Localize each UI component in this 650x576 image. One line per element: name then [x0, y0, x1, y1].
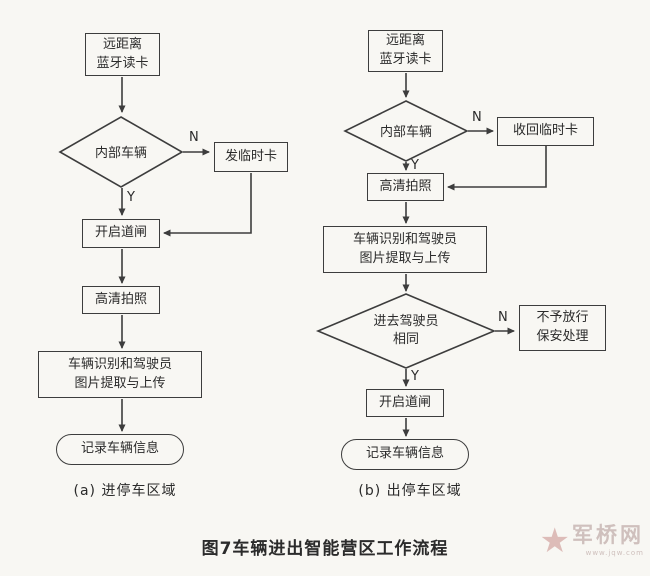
label-no-b2: N — [498, 310, 508, 325]
node-bluetooth-read-a: 远距离 蓝牙读卡 — [85, 33, 160, 76]
arrow-a-temp-card-to-gate — [163, 173, 252, 237]
label-yes-b2: Y — [411, 369, 419, 384]
decision-internal-vehicle-a-label: 内部车辆 — [94, 146, 147, 161]
figure-caption: 图7车辆进出智能营区工作流程 — [201, 539, 449, 559]
decision-internal-vehicle-b-label: 内部车辆 — [379, 125, 432, 140]
node-deny-pass: 不予放行 保安处理 — [519, 305, 606, 351]
label-no-a: N — [189, 130, 199, 145]
watermark-name: 军桥网 — [572, 523, 644, 547]
chart-a-caption: (a) 进停车区域 — [73, 483, 177, 499]
node-retrieve-temp-card: 收回临时卡 — [497, 117, 594, 146]
node-bluetooth-read-b: 远距离 蓝牙读卡 — [368, 30, 443, 72]
node-hd-photo-a: 高清拍照 — [82, 286, 160, 314]
watermark-url: www.jqw.com — [585, 549, 644, 557]
label-yes-a: Y — [127, 190, 135, 205]
node-record-info-a: 记录车辆信息 — [56, 434, 184, 465]
decision-internal-vehicle-b-shape — [343, 100, 469, 162]
node-hd-photo-b: 高清拍照 — [367, 173, 444, 201]
node-recognition-upload-a: 车辆识别和驾驶员 图片提取与上传 — [38, 351, 202, 398]
decision-same-driver-shape — [315, 293, 497, 369]
label-yes-b1: Y — [411, 158, 419, 173]
node-open-gate-a: 开启道闸 — [82, 219, 160, 248]
watermark: ★ 军桥网 www.jqw.com — [540, 522, 644, 560]
arrow-b-retrieve-card-to-photo — [447, 146, 547, 191]
node-open-gate-b: 开启道闸 — [366, 389, 444, 417]
chart-b-caption: (b) 出停车区域 — [358, 483, 462, 499]
node-issue-temp-card: 发临时卡 — [214, 142, 288, 172]
decision-internal-vehicle-a-shape — [58, 116, 184, 188]
star-icon: ★ — [539, 521, 570, 561]
node-recognition-upload-b: 车辆识别和驾驶员 图片提取与上传 — [323, 226, 487, 273]
decision-same-driver-label: 进去驾驶员 相同 — [373, 314, 439, 348]
node-record-info-b: 记录车辆信息 — [341, 439, 469, 470]
label-no-b1: N — [472, 110, 482, 125]
